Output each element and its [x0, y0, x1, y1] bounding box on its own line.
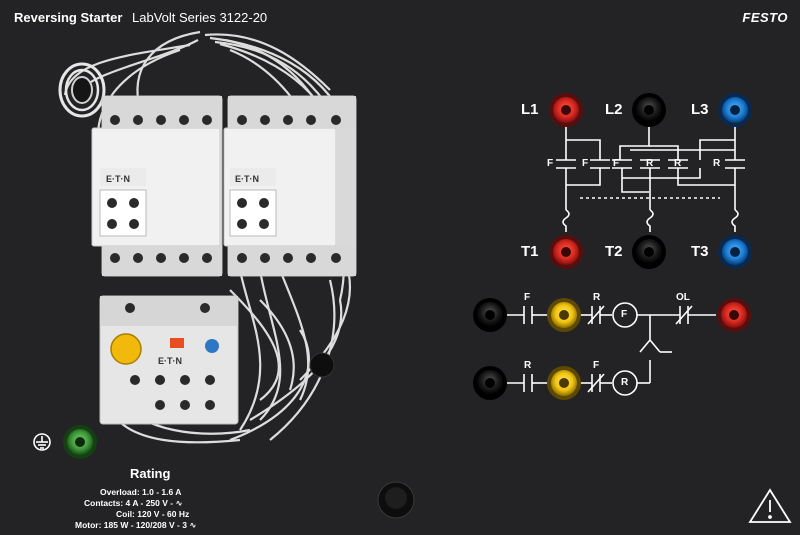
label-t3: T3: [691, 243, 709, 260]
jack-t2[interactable]: [632, 235, 666, 269]
jack-l1[interactable]: [549, 93, 583, 127]
label-l1: L1: [521, 101, 539, 118]
jack-l2[interactable]: [632, 93, 666, 127]
jack-t3[interactable]: [718, 235, 752, 269]
control-schematic: [506, 302, 716, 396]
svg-text:E·T·N: E·T·N: [158, 356, 182, 366]
rating-contacts: Contacts: 4 A - 250 V - ∿: [84, 498, 183, 508]
ground-symbol: [33, 433, 51, 451]
power-contact-f3: F: [613, 158, 620, 169]
label-t1: T1: [521, 243, 539, 260]
coil-f: F: [621, 309, 628, 320]
ctrl-contact-f-nc: F: [593, 360, 600, 371]
jack-t1[interactable]: [549, 235, 583, 269]
power-contact-r1: R: [646, 158, 654, 169]
rating-title: Rating: [130, 466, 171, 481]
jack-control-black-2[interactable]: [473, 366, 507, 400]
coil-r: R: [621, 377, 629, 388]
mounting-knob: [309, 352, 335, 378]
power-contact-r3: R: [713, 158, 721, 169]
contactor-forward-brand: E·T·N: [106, 174, 130, 184]
warning-icon: [748, 488, 792, 523]
panel-fastener[interactable]: [377, 481, 415, 519]
ground-jack[interactable]: [63, 425, 97, 459]
module-title: Reversing Starter: [14, 10, 123, 25]
wire-coil: [58, 62, 106, 118]
contactor-reverse: [223, 95, 357, 277]
overload-relay: E·T·N: [99, 295, 239, 425]
jack-control-yellow-1[interactable]: [547, 298, 581, 332]
jack-control-yellow-2[interactable]: [547, 366, 581, 400]
power-contact-f1: F: [547, 158, 554, 169]
jack-control-black-1[interactable]: [473, 298, 507, 332]
label-l2: L2: [605, 101, 623, 118]
contactor-forward: [91, 95, 223, 277]
rating-motor: Motor: 185 W - 120/208 V - 3 ∿: [75, 520, 197, 530]
jack-l3[interactable]: [718, 93, 752, 127]
label-l3: L3: [691, 101, 709, 118]
contactor-reverse-brand: E·T·N: [235, 174, 259, 184]
rating-overload: Overload: 1.0 - 1.6 A: [100, 487, 182, 497]
label-t2: T2: [605, 243, 623, 260]
power-contact-r2: R: [674, 158, 682, 169]
module-subtitle: LabVolt Series 3122-20: [132, 10, 268, 25]
rating-coil: Coil: 120 V - 60 Hz: [116, 509, 190, 519]
ctrl-contact-f: F: [524, 292, 531, 303]
brand-logo: FESTO: [742, 10, 788, 25]
ctrl-contact-r-nc: R: [593, 292, 601, 303]
jack-control-red[interactable]: [717, 298, 751, 332]
overload-contact: OL: [676, 292, 690, 303]
power-schematic: [556, 126, 745, 232]
power-contact-f2: F: [582, 158, 589, 169]
ctrl-contact-r: R: [524, 360, 532, 371]
